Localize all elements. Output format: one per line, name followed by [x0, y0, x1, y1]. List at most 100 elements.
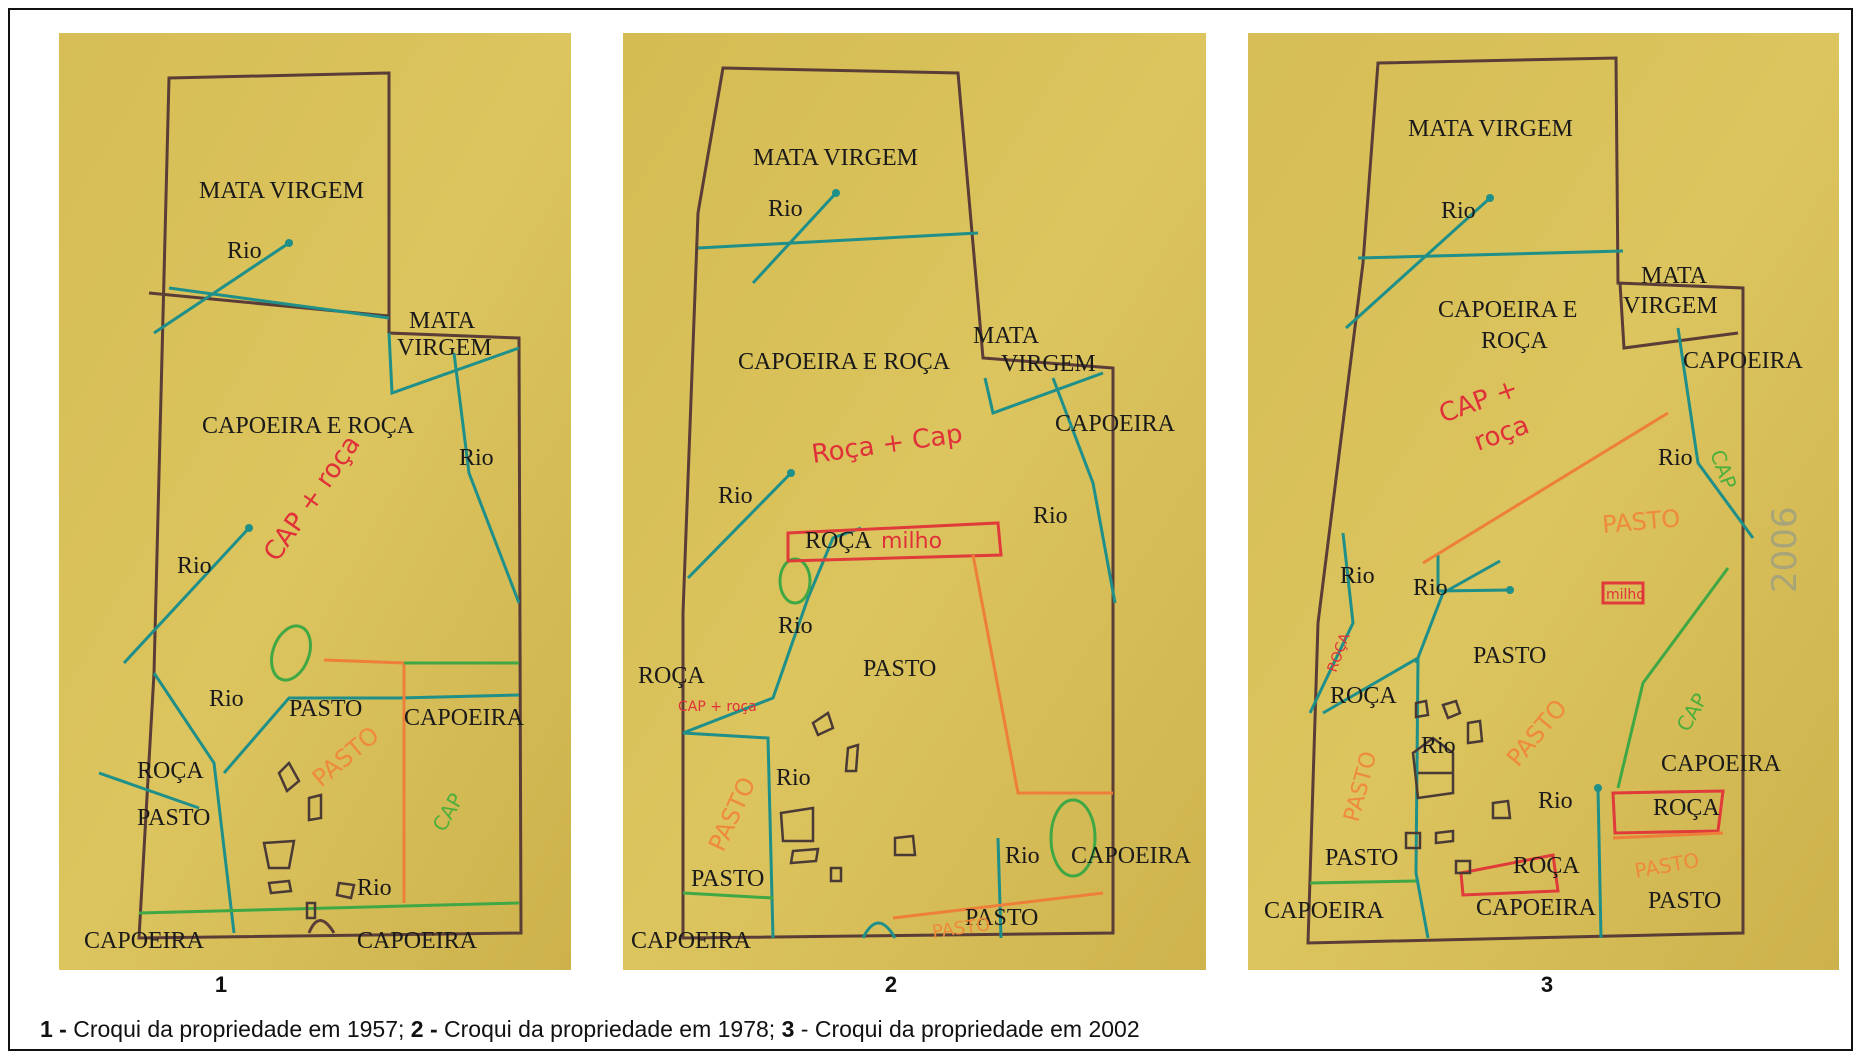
water-pond — [270, 624, 312, 682]
label-capoeira-roca: CAPOEIRA E ROÇA — [202, 413, 415, 439]
caption-num-1: 1 - — [40, 1016, 67, 1042]
pasture-fence — [971, 554, 1113, 795]
river-line — [387, 332, 520, 396]
river-line — [697, 231, 979, 250]
boundary-line — [1618, 282, 1739, 350]
sketch-map-1978: MATA VIRGEM Rio MATA VIRGEM CAPOEIRA E R… — [623, 33, 1206, 970]
label-rio: Rio — [209, 686, 244, 712]
property-boundary — [1306, 56, 1745, 945]
label-roca: ROÇA — [1513, 853, 1580, 879]
river-line — [122, 526, 251, 665]
label-mata: MATA — [409, 308, 476, 334]
building — [277, 760, 301, 794]
building — [1414, 699, 1430, 719]
label-capoeira-roca: CAPOEIRA E ROÇA — [738, 349, 951, 375]
river-line — [1437, 588, 1511, 593]
river-line — [1596, 787, 1603, 939]
paper-background — [59, 33, 571, 970]
label-rio: Rio — [1421, 733, 1456, 759]
label-pasto: PASTO — [1325, 845, 1398, 871]
building — [267, 879, 293, 895]
river-line — [1357, 249, 1624, 260]
river-line — [222, 693, 520, 774]
handwritten-year: 2006 — [1765, 506, 1805, 593]
building — [1404, 831, 1422, 850]
label-capoeira: CAPOEIRA — [1055, 411, 1176, 437]
label-pasto: PASTO — [289, 696, 362, 722]
handwritten-pasto: PASTO — [1601, 504, 1681, 539]
paper-background — [1248, 33, 1839, 970]
label-rio: Rio — [1340, 563, 1375, 589]
milho-plot — [1601, 581, 1645, 605]
label-virgem: VIRGEM — [1001, 351, 1096, 377]
caption-text-3: - Croqui da propriedade em 2002 — [794, 1016, 1140, 1042]
label-rio: Rio — [1538, 788, 1573, 814]
building — [1411, 736, 1455, 800]
label-capoeira: CAPOEIRA — [1476, 895, 1597, 921]
label-pasto: PASTO — [137, 805, 210, 831]
label-pasto: PASTO — [1473, 643, 1546, 669]
label-virgem: VIRGEM — [1623, 293, 1718, 319]
label-roca: ROÇA — [1481, 328, 1548, 354]
building — [307, 793, 323, 822]
river-line — [1344, 196, 1492, 330]
label-pasto: PASTO — [965, 905, 1038, 931]
water-pond — [778, 557, 812, 605]
capoeira-line — [138, 901, 520, 915]
label-mata: MATA — [1641, 263, 1708, 289]
capoeira-patch — [1049, 798, 1097, 878]
label-rio: Rio — [1413, 575, 1448, 601]
label-virgem: VIRGEM — [397, 335, 492, 361]
sketch-map-2002-svg: MATA VIRGEM Rio MATA VIRGEM CAPOEIRA E R… — [1248, 33, 1839, 970]
sketch-map-1957-svg: MATA VIRGEM Rio MATA VIRGEM CAPOEIRA E R… — [59, 33, 571, 970]
pasture-fence — [1612, 831, 1724, 840]
milho-plot — [786, 521, 1003, 563]
river-line — [686, 471, 793, 580]
label-capoeira-e: CAPOEIRA E — [1438, 297, 1577, 323]
property-boundary — [137, 71, 523, 940]
building — [335, 881, 356, 900]
sketch-map-1978-svg: MATA VIRGEM Rio MATA VIRGEM CAPOEIRA E R… — [623, 33, 1206, 970]
label-capoeira: CAPOEIRA — [631, 928, 752, 954]
label-roca: ROÇA — [805, 528, 872, 554]
building — [1441, 699, 1462, 720]
river-line — [861, 921, 897, 939]
river-source — [1594, 784, 1602, 792]
capoeira-line — [682, 891, 774, 900]
building — [811, 711, 835, 737]
handwritten-milho: milho — [1606, 587, 1645, 603]
building — [829, 866, 843, 883]
label-rio: Rio — [227, 238, 262, 264]
building — [1454, 859, 1472, 875]
label-rio: Rio — [768, 196, 803, 222]
caption-num-3: 3 — [781, 1016, 795, 1042]
river-source — [285, 239, 293, 247]
label-roca: ROÇA — [638, 663, 705, 689]
pasture-fence — [892, 891, 1104, 920]
label-mata: MATA — [973, 323, 1040, 349]
label-pasto: PASTO — [863, 656, 936, 682]
label-roca: ROÇA — [1653, 795, 1720, 821]
river-source — [787, 469, 795, 477]
sketch-map-1957: MATA VIRGEM Rio MATA VIRGEM CAPOEIRA E R… — [59, 33, 571, 970]
label-capoeira: CAPOEIRA — [404, 705, 525, 731]
building — [893, 834, 917, 857]
handwritten-milho: milho — [881, 529, 942, 554]
building — [1491, 799, 1512, 820]
river-line — [1322, 655, 1430, 939]
building — [305, 901, 317, 920]
capoeira-line — [1616, 567, 1730, 789]
river-line — [751, 191, 838, 285]
river-line — [682, 526, 862, 735]
label-capoeira: CAPOEIRA — [357, 928, 478, 954]
river-source — [245, 524, 253, 532]
caption-text-2: Croqui da propriedade em 1978; — [437, 1016, 782, 1042]
river-line — [996, 837, 1003, 939]
river-line — [168, 286, 390, 320]
label-rio: Rio — [1441, 198, 1476, 224]
river-line — [152, 672, 236, 934]
river-line — [98, 771, 200, 810]
roca-plot — [1459, 853, 1560, 897]
label-roca: ROÇA — [137, 758, 204, 784]
label-mata-virgem: MATA VIRGEM — [753, 145, 918, 171]
